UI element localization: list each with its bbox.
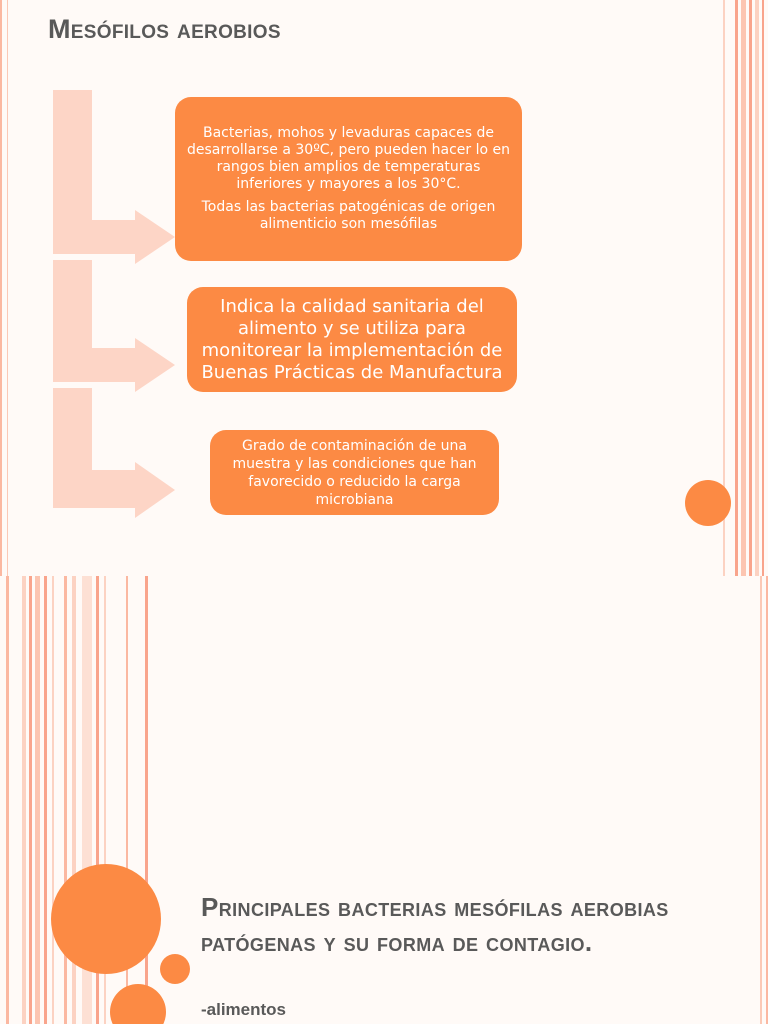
left-stripe [44, 576, 47, 1024]
right-border-stripe [760, 576, 762, 1024]
right-stripe [741, 0, 746, 576]
slide-subtitle: -alimentos [201, 1000, 287, 1019]
left-stripe [35, 576, 40, 1024]
decorative-circle [685, 480, 731, 526]
slide-title: Mesófilos aerobios [48, 14, 281, 44]
slide-title: Principales bacterias mesófilas aerobias… [201, 892, 669, 957]
right-stripe [762, 0, 764, 576]
arrow-2 [53, 260, 175, 392]
left-stripe [82, 576, 92, 1024]
left-border-stripe [7, 0, 8, 576]
left-stripe [145, 576, 148, 1024]
right-border-stripe [766, 576, 768, 1024]
left-stripe [6, 576, 9, 1024]
left-stripe [96, 576, 99, 1024]
arrow-1 [53, 90, 175, 264]
sanitary-quality-box: Indica la calidad sanitaria del alimento… [187, 287, 517, 392]
left-stripe [64, 576, 67, 1024]
left-stripe [52, 576, 54, 1024]
left-stripe [22, 576, 26, 1024]
arrow-3 [53, 388, 175, 518]
right-stripe [723, 0, 725, 576]
slide-mesofilos-aerobios: Mesófilos aerobios Bacterias, mohos y le… [0, 0, 764, 576]
contamination-text: Grado de contaminación de una muestra y … [232, 437, 477, 508]
contamination-box: Grado de contaminación de una muestra y … [210, 430, 499, 515]
connector-arrows [53, 90, 175, 518]
left-stripe [126, 576, 128, 1024]
left-stripe [104, 576, 106, 1024]
decorative-circle-medium [110, 984, 166, 1024]
slide-principales-bacterias: Principales bacterias mesófilas aerobias… [0, 576, 768, 1024]
left-stripe [72, 576, 76, 1024]
left-stripe [29, 576, 32, 1024]
left-border-stripe [0, 0, 2, 576]
definition-paragraph: Todas las bacterias patogénicas de orige… [201, 199, 496, 232]
decorative-circle-large [51, 864, 161, 974]
definition-box: Bacterias, mohos y levaduras capaces de … [175, 97, 522, 261]
right-stripe [749, 0, 752, 576]
right-stripe [735, 0, 738, 576]
definition-paragraph: Bacterias, mohos y levaduras capaces de … [187, 125, 511, 192]
decorative-circle-small [160, 954, 190, 984]
sanitary-quality-text: Indica la calidad sanitaria del alimento… [201, 295, 503, 383]
right-stripe [755, 0, 759, 576]
